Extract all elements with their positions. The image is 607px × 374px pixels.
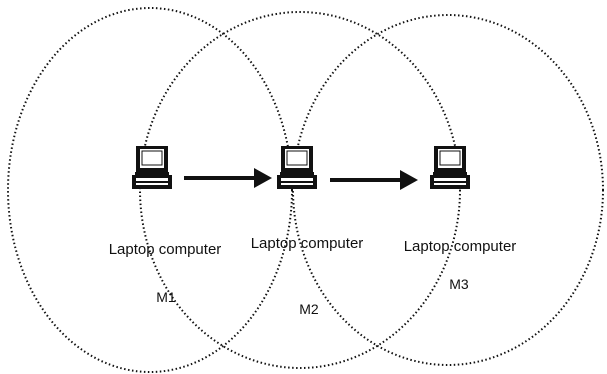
- node-label-m3: Laptop computer: [403, 238, 517, 255]
- node-id-m1: M1: [156, 289, 176, 305]
- node-label-m1: Laptop computer: [108, 241, 222, 258]
- coverage-range-m2: [139, 11, 461, 369]
- coverage-range-m1: [7, 7, 293, 373]
- arrow-m2-to-m3: [330, 170, 418, 190]
- coverage-range-m3: [292, 14, 604, 366]
- laptop-icon-m3: [429, 145, 471, 190]
- laptop-icon-m2: [276, 145, 318, 190]
- arrow-m1-to-m2: [184, 168, 272, 188]
- node-id-m2: M2: [299, 301, 319, 317]
- node-id-m3: M3: [449, 276, 469, 292]
- node-label-m2: Laptop computer: [250, 235, 364, 252]
- laptop-icon-m1: [131, 145, 173, 190]
